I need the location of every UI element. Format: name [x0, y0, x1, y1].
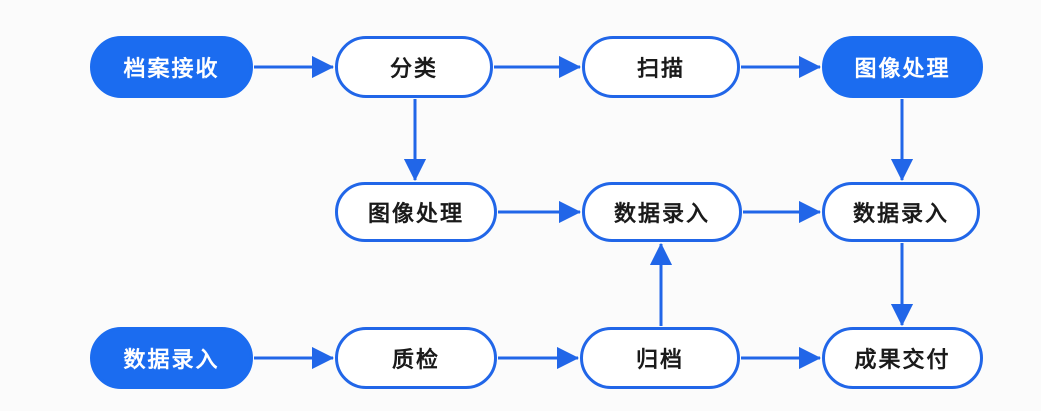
node-archive-file: 归档 — [580, 327, 740, 389]
node-label: 成果交付 — [854, 347, 951, 372]
node-archive-receive: 档案接收 — [90, 36, 253, 98]
node-image-process-top: 图像处理 — [822, 36, 983, 98]
node-scan: 扫描 — [582, 36, 740, 98]
node-label: 归档 — [635, 347, 684, 372]
node-data-entry-right: 数据录入 — [822, 182, 980, 242]
node-label: 数据录入 — [613, 201, 710, 226]
node-classify: 分类 — [335, 36, 493, 98]
node-data-entry-bottom: 数据录入 — [90, 327, 253, 389]
node-label: 图像处理 — [854, 56, 951, 81]
node-image-process-mid: 图像处理 — [335, 182, 497, 242]
node-deliver: 成果交付 — [822, 327, 983, 389]
node-label: 分类 — [389, 56, 438, 81]
node-data-entry-mid: 数据录入 — [582, 182, 742, 242]
node-label: 质检 — [391, 347, 440, 372]
node-label: 档案接收 — [123, 56, 220, 81]
node-label: 图像处理 — [367, 201, 464, 226]
node-quality-check: 质检 — [335, 327, 497, 389]
node-label: 扫描 — [636, 56, 685, 81]
node-label: 数据录入 — [852, 201, 949, 226]
node-label: 数据录入 — [123, 347, 220, 372]
